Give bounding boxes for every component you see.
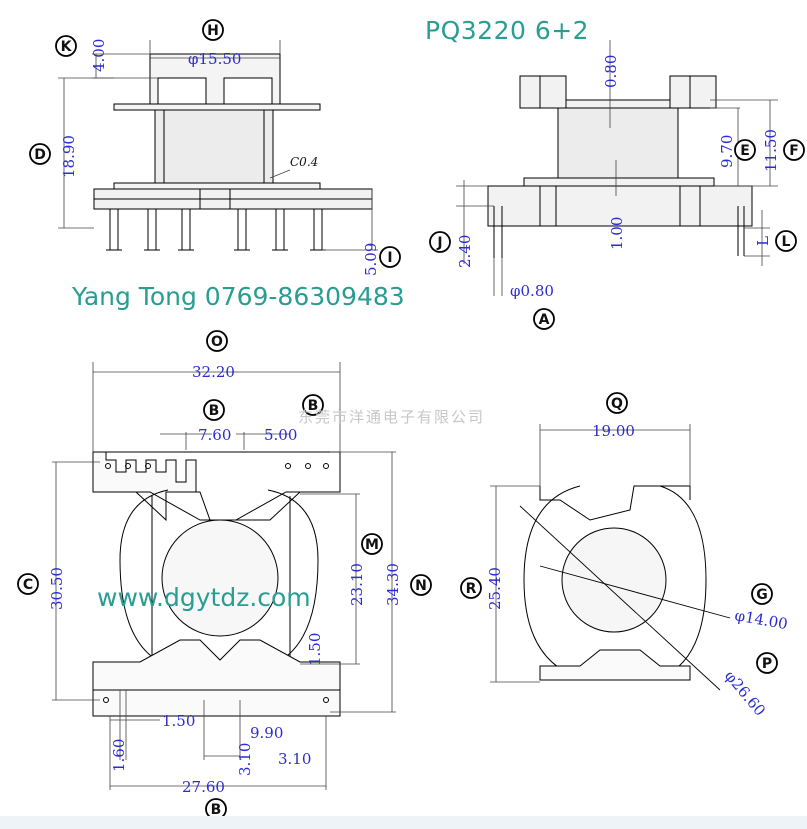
- ref-marker-a: A: [533, 308, 555, 330]
- dim-7-60: 7.60: [198, 426, 231, 444]
- ref-marker-j-text: J: [436, 235, 442, 251]
- dim-25-40: 25.40: [486, 567, 504, 610]
- ref-marker-d: D: [29, 143, 51, 165]
- ref-marker-h-text: H: [207, 23, 219, 39]
- ref-marker-k-text: K: [61, 39, 73, 55]
- dim-2-40: 2.40: [456, 235, 474, 268]
- ref-marker-b2: B: [302, 394, 324, 416]
- ref-marker-r-text: R: [466, 581, 477, 597]
- front-view: [58, 40, 378, 251]
- dim-1-50-horizontal: 1.50: [162, 712, 195, 730]
- ref-marker-j: J: [429, 231, 451, 253]
- dim-phi-14-00: φ14.00: [733, 606, 789, 633]
- ref-marker-b2-text: B: [308, 398, 319, 414]
- ref-marker-m: M: [361, 533, 383, 555]
- dim-phi-26-60: φ26.60: [721, 667, 769, 720]
- dim-0-80-top: 0.80: [602, 55, 620, 88]
- ref-marker-m-text: M: [365, 537, 379, 553]
- ref-marker-l: L: [775, 230, 797, 252]
- ref-marker-e: E: [734, 139, 756, 161]
- ref-marker-i-text: I: [387, 250, 392, 266]
- ref-marker-b1-text: B: [209, 403, 220, 419]
- dim-3-10-horizontal: 3.10: [278, 750, 311, 768]
- dim-1-00: 1.00: [608, 217, 626, 250]
- ref-marker-f-text: F: [789, 143, 799, 159]
- dim-4-00: 4.00: [90, 39, 108, 72]
- ref-marker-o: O: [206, 330, 228, 352]
- ref-marker-o-text: O: [211, 334, 223, 350]
- dim-18-90: 18.90: [60, 135, 78, 178]
- ref-marker-q: Q: [606, 392, 628, 414]
- footer-bar: [0, 816, 807, 829]
- ref-marker-b3-text: B: [211, 802, 222, 818]
- ref-marker-g: G: [751, 583, 773, 605]
- side-view: [456, 40, 778, 296]
- ref-marker-f: F: [783, 139, 805, 161]
- company-watermark: 东莞市洋通电子有限公司: [298, 408, 486, 426]
- dim-11-50: 11.50: [762, 129, 780, 172]
- dim-19-00: 19.00: [592, 422, 635, 440]
- ref-marker-d-text: D: [34, 147, 46, 163]
- ref-marker-a-text: A: [539, 312, 550, 328]
- dim-L: L: [754, 236, 772, 246]
- dim-30-50: 30.50: [48, 567, 66, 610]
- website-text: www.dgytdz.com: [97, 583, 311, 612]
- ref-marker-i: I: [379, 246, 401, 268]
- contact-text: Yang Tong 0769-86309483: [72, 282, 405, 311]
- ref-marker-c-text: C: [23, 577, 33, 593]
- dim-3-10-vertical: 3.10: [236, 743, 254, 776]
- dim-9-90: 9.90: [250, 724, 283, 742]
- dim-1-50-vertical: 1.50: [306, 633, 324, 666]
- ref-marker-n-text: N: [415, 578, 427, 594]
- ref-marker-k: K: [55, 35, 77, 57]
- ref-marker-p: P: [756, 652, 778, 674]
- dim-34-30: 34.30: [384, 563, 402, 606]
- ref-marker-r: R: [460, 577, 482, 599]
- dim-23-10: 23.10: [348, 563, 366, 606]
- dim-phi-15-50: φ15.50: [188, 50, 241, 68]
- ref-marker-c: C: [17, 573, 39, 595]
- ref-marker-q-text: Q: [611, 396, 623, 412]
- dim-c0-4: C0.4: [290, 155, 318, 169]
- page-title: PQ3220 6+2: [425, 16, 590, 45]
- dim-phi-0-80: φ0.80: [510, 282, 554, 300]
- dim-5-00: 5.00: [264, 426, 297, 444]
- ref-marker-n: N: [410, 574, 432, 596]
- dim-1-60: 1.60: [110, 739, 128, 772]
- ref-marker-e-text: E: [740, 143, 750, 159]
- top-view: [52, 362, 396, 790]
- dim-9-70: 9.70: [718, 135, 736, 168]
- dim-5-09: 5.09: [362, 243, 380, 276]
- ref-marker-l-text: L: [782, 234, 791, 250]
- ref-marker-p-text: P: [762, 656, 772, 672]
- dim-27-60: 27.60: [182, 778, 225, 796]
- dim-32-20: 32.20: [192, 363, 235, 381]
- bottom-view: [490, 424, 731, 691]
- ref-marker-g-text: G: [756, 587, 768, 603]
- ref-marker-h: H: [202, 19, 224, 41]
- ref-marker-b1: B: [203, 399, 225, 421]
